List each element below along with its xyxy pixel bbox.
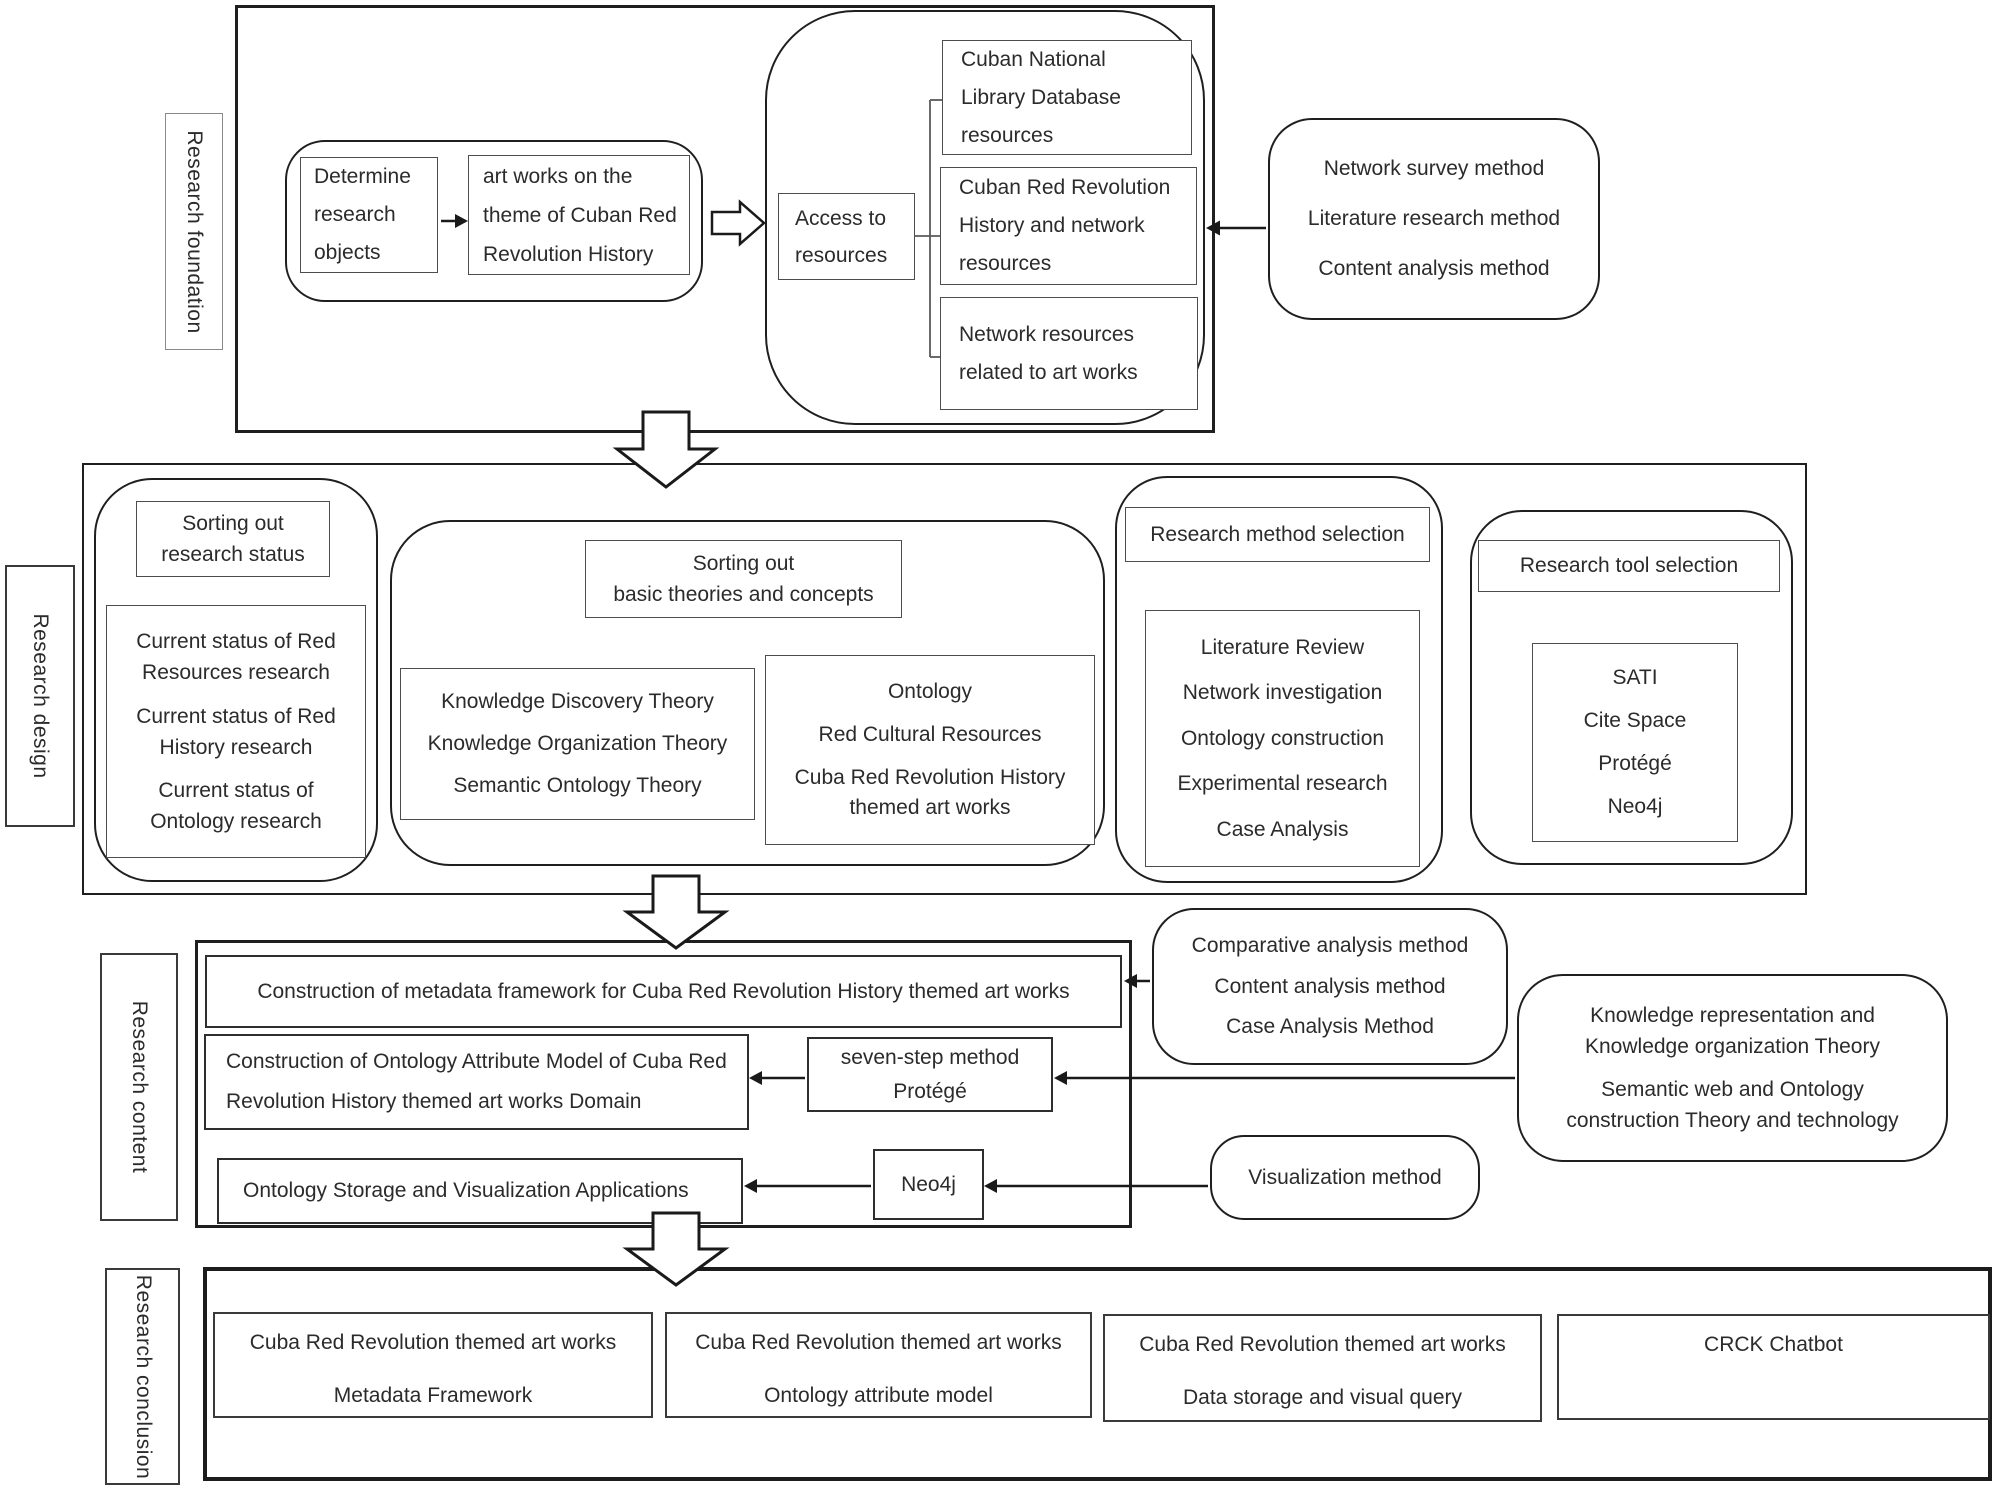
- access-resources-text: Access to resources: [795, 206, 888, 267]
- access-resources-box: Access to resources: [778, 193, 915, 280]
- analysis-method-line-1: Comparative analysis method: [1191, 933, 1469, 957]
- conclusion-section-label-text: Research conclusion: [131, 1274, 155, 1479]
- conclusion-box-storage-subtitle: Data storage and visual query: [1183, 1386, 1462, 1409]
- seven-step-box: seven-step method Protégé: [807, 1037, 1053, 1112]
- resource-box-revolution: Cuban Red Revolution History and network…: [940, 167, 1197, 285]
- method-item: Ontology construction: [1180, 726, 1385, 750]
- design-section-frame: [82, 463, 1807, 895]
- content-section-label: Research content: [100, 953, 178, 1221]
- ontology-model-box: Construction of Ontology Attribute Model…: [204, 1034, 749, 1130]
- tool-selection-header-text: Research tool selection: [1519, 554, 1739, 578]
- status-item: Current status of Red History research: [136, 704, 336, 759]
- concept-item: Cuba Red Revolution History themed art w…: [794, 766, 1066, 819]
- theories-header-box: Sorting out basic theories and concepts: [585, 540, 902, 618]
- method-item: Literature Review: [1200, 635, 1365, 659]
- conclusion-box-metadata: Cuba Red Revolution themed art works Met…: [213, 1312, 653, 1418]
- theories-header-line-1: Sorting out: [692, 552, 795, 575]
- method-selection-header-box: Research method selection: [1125, 507, 1430, 562]
- knowledge-theory-line-1: Knowledge representation and Knowledge o…: [1585, 1004, 1880, 1058]
- theory-item: Semantic Ontology Theory: [453, 774, 702, 798]
- analysis-methods-box: Comparative analysis method Content anal…: [1152, 908, 1508, 1065]
- knowledge-theory-box: Knowledge representation and Knowledge o…: [1517, 974, 1948, 1162]
- status-header-box: Sorting out research status: [136, 501, 330, 577]
- method-item: Case Analysis: [1216, 817, 1349, 841]
- tool-selection-header-box: Research tool selection: [1478, 540, 1780, 592]
- concept-list-box: Ontology Red Cultural Resources Cuba Red…: [765, 655, 1095, 845]
- conclusion-box-metadata-subtitle: Metadata Framework: [333, 1384, 533, 1407]
- artworks-theme-box: art works on the theme of Cuban Red Revo…: [468, 155, 690, 275]
- metadata-framework-text: Construction of metadata framework for C…: [257, 979, 1070, 1003]
- neo4j-box: Neo4j: [873, 1149, 984, 1220]
- visualization-method-box: Visualization method: [1210, 1135, 1480, 1220]
- artworks-theme-text: art works on the theme of Cuban Red Revo…: [483, 164, 677, 266]
- conclusion-box-storage: Cuba Red Revolution themed art works Dat…: [1103, 1314, 1542, 1422]
- arrow-methods-to-resources-icon: [1206, 220, 1266, 236]
- ontology-storage-text: Ontology Storage and Visualization Appli…: [243, 1179, 689, 1203]
- method-item: Network investigation: [1182, 681, 1383, 705]
- conclusion-box-storage-title: Cuba Red Revolution themed art works: [1139, 1333, 1506, 1356]
- survey-methods-box: Network survey method Literature researc…: [1268, 118, 1600, 320]
- theories-header-text: Sorting out basic theories and concepts: [613, 548, 873, 610]
- status-header-line-2: research status: [161, 543, 305, 566]
- tool-list-box: SATI Cite Space Protégé Neo4j: [1532, 643, 1738, 842]
- theories-header-line-2: basic theories and concepts: [613, 583, 874, 606]
- conclusion-section-label: Research conclusion: [105, 1268, 180, 1485]
- theory-item: Knowledge Discovery Theory: [441, 690, 714, 714]
- conclusion-box-chatbot: CRCK Chatbot: [1557, 1314, 1990, 1420]
- concept-item: Red Cultural Resources: [818, 723, 1042, 746]
- status-list-box: Current status of Red Resources research…: [106, 605, 366, 858]
- resource-box-revolution-text: Cuban Red Revolution History and network…: [959, 176, 1171, 275]
- ontology-model-text: Construction of Ontology Attribute Model…: [226, 1050, 727, 1113]
- conclusion-box-chatbot-title: CRCK Chatbot: [1704, 1333, 1843, 1356]
- tool-item: SATI: [1612, 666, 1658, 690]
- survey-method-line-2: Literature research method: [1307, 207, 1561, 231]
- theory-item: Knowledge Organization Theory: [427, 732, 728, 756]
- conclusion-box-ontology: Cuba Red Revolution themed art works Ont…: [665, 1312, 1092, 1418]
- status-item: Current status of Red Resources research: [136, 630, 336, 685]
- content-section-label-text: Research content: [128, 1000, 151, 1174]
- resource-box-network: Network resources related to art works: [940, 297, 1198, 410]
- ontology-storage-box: Ontology Storage and Visualization Appli…: [217, 1158, 743, 1224]
- neo4j-text: Neo4j: [901, 1172, 956, 1196]
- analysis-method-line-3: Case Analysis Method: [1226, 1015, 1434, 1039]
- analysis-method-line-2: Content analysis method: [1214, 974, 1446, 998]
- status-header-text: Sorting out research status: [161, 508, 305, 570]
- seven-step-text: seven-step method Protégé: [840, 1045, 1020, 1103]
- determine-objects-box: Determine research objects: [300, 157, 438, 273]
- design-section-label: Research design: [5, 565, 75, 827]
- method-selection-header-text: Research method selection: [1150, 522, 1405, 546]
- theory-list-box: Knowledge Discovery Theory Knowledge Org…: [400, 668, 755, 820]
- conclusion-box-metadata-title: Cuba Red Revolution themed art works: [249, 1331, 617, 1354]
- conclusion-section-frame: [203, 1267, 1992, 1481]
- metadata-framework-box: Construction of metadata framework for C…: [205, 955, 1122, 1028]
- foundation-section-label: Research foundation: [165, 113, 223, 350]
- method-list-box: Literature Review Network investigation …: [1145, 610, 1420, 867]
- visualization-method-text: Visualization method: [1248, 1165, 1442, 1189]
- resource-box-network-text: Network resources related to art works: [959, 323, 1138, 384]
- survey-method-line-1: Network survey method: [1323, 157, 1545, 181]
- survey-method-line-3: Content analysis method: [1318, 257, 1550, 281]
- method-item: Experimental research: [1177, 772, 1388, 796]
- tool-item: Protégé: [1598, 752, 1672, 776]
- status-header-line-1: Sorting out: [182, 512, 284, 535]
- design-section-label-text: Research design: [29, 613, 52, 779]
- resource-box-library-text: Cuban National Library Database resource…: [961, 47, 1121, 147]
- tool-item: Cite Space: [1583, 709, 1687, 733]
- conclusion-box-ontology-title: Cuba Red Revolution themed art works: [695, 1331, 1062, 1354]
- determine-objects-text: Determine research objects: [314, 165, 411, 264]
- knowledge-theory-line-2: Semantic web and Ontology construction T…: [1566, 1078, 1899, 1132]
- status-item: Current status of Ontology research: [150, 778, 322, 833]
- concept-item: Ontology: [887, 680, 973, 703]
- foundation-section-label-text: Research foundation: [183, 129, 206, 334]
- foundation-section-frame: [235, 5, 1215, 433]
- conclusion-box-ontology-subtitle: Ontology attribute model: [764, 1384, 993, 1407]
- tool-item: Neo4j: [1607, 795, 1663, 818]
- resource-box-library: Cuban National Library Database resource…: [942, 40, 1192, 155]
